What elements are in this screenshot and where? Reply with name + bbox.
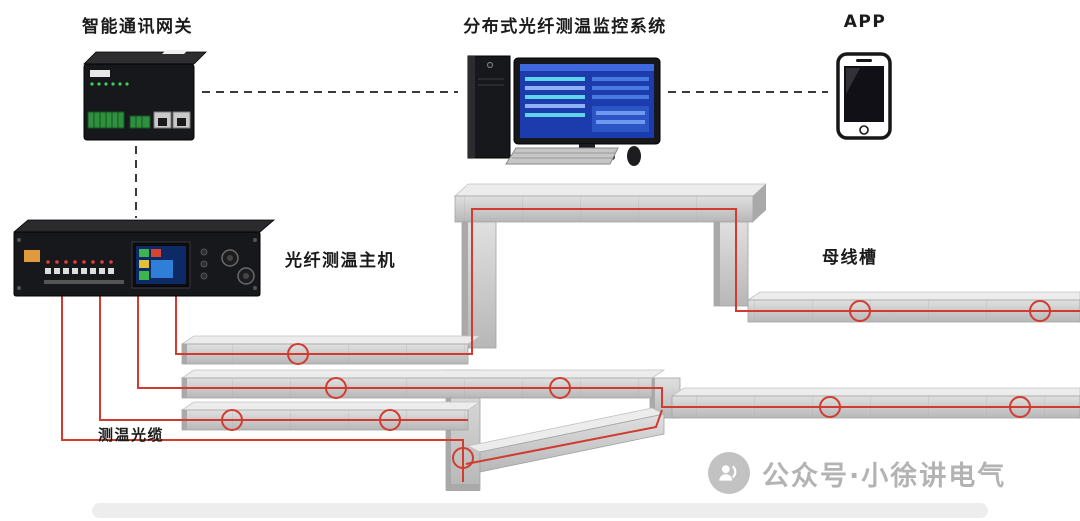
- phone-home-button: [859, 125, 869, 135]
- temperature-cable-routes: [61, 208, 1080, 482]
- cable-run-bottom-beam: [465, 409, 663, 465]
- page-bottom-bar: [92, 503, 988, 518]
- phone-drawing: [836, 52, 892, 140]
- gateway-label: 智能通讯网关: [82, 17, 193, 37]
- phone-screen-gloss: [846, 68, 860, 94]
- keyboard: [505, 147, 619, 165]
- gateway-brand-label: [90, 70, 110, 77]
- monitor: [513, 57, 661, 160]
- left-duct-bottom: [180, 401, 482, 431]
- watermark-text: 公众号·小徐讲电气: [762, 460, 1007, 492]
- app-phone: [830, 50, 900, 145]
- cable-expansion-loops: [221, 300, 1051, 469]
- monitoring-dashboard-screen: [520, 64, 654, 138]
- bus-duct-label: 母线槽: [822, 248, 878, 268]
- person-broadcast-icon: [708, 452, 750, 494]
- computer-tower: [467, 55, 511, 159]
- host-buttons: [200, 248, 208, 280]
- host-brand-badge: [24, 250, 40, 262]
- cable-run-bottom: [61, 290, 464, 482]
- gateway-terminal-blocks: [87, 111, 151, 129]
- app-label: APP: [843, 12, 887, 32]
- system-label: 分布式光纤测温监控系统: [463, 17, 667, 37]
- host-fiber-connectors: [221, 249, 255, 285]
- bottom-beam-duct: [466, 407, 666, 473]
- gateway-ethernet-ports: [153, 111, 191, 129]
- left-duct-top: [180, 335, 482, 365]
- left-duct-middle: [180, 369, 666, 399]
- host-led-bank: [44, 260, 124, 284]
- computer-drawing: [467, 55, 661, 166]
- connection-lines: [135, 91, 828, 218]
- bridge-left-leg: [461, 221, 497, 349]
- watermark: 公众号·小徐讲电气: [708, 452, 1006, 494]
- bridge-top-duct: [453, 183, 768, 223]
- host-lcd-display: [131, 241, 191, 289]
- cable-run-duct2-lower-right: [137, 290, 1080, 408]
- temp-cable-label: 测温光缆: [98, 426, 165, 444]
- person-broadcast-icon-drawing: [719, 465, 737, 481]
- gateway-status-leds: [90, 82, 129, 86]
- bus-duct-network: [180, 183, 1080, 491]
- fiber-temperature-host: [8, 214, 288, 309]
- host-label: 光纤测温主机: [285, 251, 396, 271]
- cable-run-duct3: [99, 290, 468, 421]
- phone-earpiece: [856, 59, 872, 62]
- cable-run-duct1-bridge-upper-right: [175, 208, 1080, 355]
- lower-right-duct: [670, 387, 1080, 419]
- monitoring-computer: [462, 50, 672, 170]
- gateway-device-drawing: [83, 50, 207, 141]
- host-drawing: [12, 219, 276, 297]
- mouse: [627, 146, 641, 166]
- phone-screen: [844, 66, 884, 122]
- bridge-right-leg: [713, 221, 749, 307]
- gateway-device: [75, 48, 215, 148]
